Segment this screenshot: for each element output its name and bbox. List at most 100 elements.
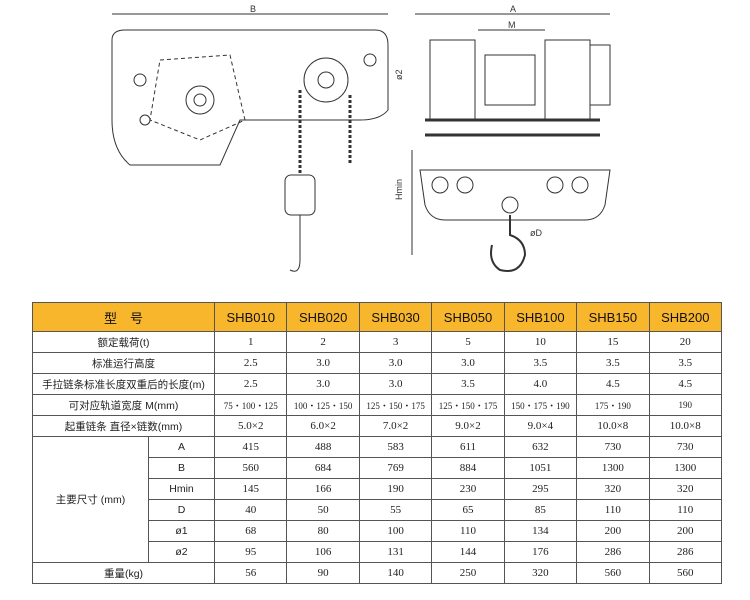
cell-value: 145 <box>214 478 288 500</box>
cell-value: 730 <box>576 436 650 458</box>
cell-value: 2.5 <box>214 373 288 395</box>
label-m: M <box>508 20 516 30</box>
row-label: 手拉链条标准长度双重后的长度(m) <box>31 373 216 395</box>
cell-value: 200 <box>648 520 723 542</box>
row-label: 额定载荷(t) <box>31 331 216 353</box>
label-hmin: Hmin <box>394 179 404 200</box>
cell-value: 7.0×2 <box>358 415 433 437</box>
cell-value: 583 <box>358 436 433 458</box>
cell-value: 20 <box>648 331 723 353</box>
cell-value: 884 <box>431 457 505 479</box>
cell-value: 560 <box>648 562 723 584</box>
cell-value: 3 <box>358 331 433 353</box>
label-b: B <box>250 4 256 14</box>
cell-value: 3.5 <box>431 373 505 395</box>
cell-value: 55 <box>358 499 433 521</box>
cell-value: 175・190 <box>576 394 650 416</box>
row-label: 起重链条 直径×链数(mm) <box>31 415 216 437</box>
model-name: SHB030 <box>358 302 433 332</box>
cell-value: 176 <box>503 541 578 563</box>
cell-value: 110 <box>576 499 650 521</box>
cell-value: 190 <box>358 478 433 500</box>
cell-value: 632 <box>503 436 578 458</box>
cell-value: 295 <box>503 478 578 500</box>
cell-value: 684 <box>286 457 360 479</box>
cell-value: 65 <box>431 499 505 521</box>
cell-value: 106 <box>286 541 360 563</box>
model-header: 型 号 <box>31 302 216 332</box>
cell-value: 3.5 <box>576 352 650 374</box>
label-a: A <box>510 4 516 14</box>
cell-value: 320 <box>576 478 650 500</box>
cell-value: 5 <box>431 331 505 353</box>
model-name: SHB010 <box>214 302 288 332</box>
label-phid: øD <box>530 228 542 238</box>
label-phi2: ø2 <box>394 69 404 80</box>
cell-value: 320 <box>648 478 723 500</box>
cell-value: 80 <box>286 520 360 542</box>
hook <box>490 215 527 272</box>
cell-value: 9.0×2 <box>431 415 505 437</box>
cell-value: 134 <box>503 520 578 542</box>
cell-value: 9.0×4 <box>503 415 578 437</box>
cell-value: 90 <box>286 562 360 584</box>
cell-value: 85 <box>503 499 578 521</box>
cell-value: 2 <box>286 331 360 353</box>
cell-value: 75・100・125 <box>214 394 288 416</box>
cell-value: 3.0 <box>286 352 360 374</box>
cell-value: 3.0 <box>286 373 360 395</box>
cell-value: 560 <box>576 562 650 584</box>
dim-label: D <box>147 499 216 521</box>
cell-value: 6.0×2 <box>286 415 360 437</box>
model-name: SHB150 <box>576 302 650 332</box>
dims-group-label: 主要尺寸 (mm) <box>32 436 149 563</box>
cell-value: 125・150・175 <box>431 394 505 416</box>
cell-value: 125・150・175 <box>358 394 433 416</box>
cell-value: 286 <box>648 541 723 563</box>
cell-value: 560 <box>214 457 288 479</box>
cell-value: 95 <box>214 541 288 563</box>
cell-value: 3.5 <box>648 352 723 374</box>
cell-value: 415 <box>214 436 288 458</box>
cell-value: 110 <box>431 520 505 542</box>
cell-value: 200 <box>576 520 650 542</box>
cell-value: 730 <box>648 436 723 458</box>
cell-value: 131 <box>358 541 433 563</box>
cell-value: 2.5 <box>214 352 288 374</box>
cell-value: 320 <box>503 562 578 584</box>
cell-value: 3.0 <box>358 352 433 374</box>
cell-value: 15 <box>576 331 650 353</box>
cell-value: 150・175・190 <box>503 394 578 416</box>
front-frame <box>111 29 389 166</box>
model-name: SHB050 <box>431 302 505 332</box>
cell-value: 50 <box>286 499 360 521</box>
cell-value: 3.5 <box>503 352 578 374</box>
cell-value: 68 <box>214 520 288 542</box>
cell-value: 3.0 <box>358 373 433 395</box>
row-label: 标准运行高度 <box>31 352 216 374</box>
cell-value: 230 <box>431 478 505 500</box>
cell-value: 611 <box>431 436 505 458</box>
dim-label: ø2 <box>147 541 216 563</box>
cell-value: 10 <box>503 331 578 353</box>
model-name: SHB100 <box>503 302 578 332</box>
dim-label: ø1 <box>147 520 216 542</box>
cell-value: 4.0 <box>503 373 578 395</box>
row-label: 重量(kg) <box>31 562 216 584</box>
row-label: 可对应轨道宽度 M(mm) <box>31 394 216 416</box>
cell-value: 144 <box>431 541 505 563</box>
cell-value: 140 <box>358 562 433 584</box>
cell-value: 4.5 <box>648 373 723 395</box>
cell-value: 56 <box>214 562 288 584</box>
cell-value: 1 <box>214 331 288 353</box>
side-frame <box>419 169 611 221</box>
model-name: SHB200 <box>648 302 723 332</box>
cell-value: 40 <box>214 499 288 521</box>
